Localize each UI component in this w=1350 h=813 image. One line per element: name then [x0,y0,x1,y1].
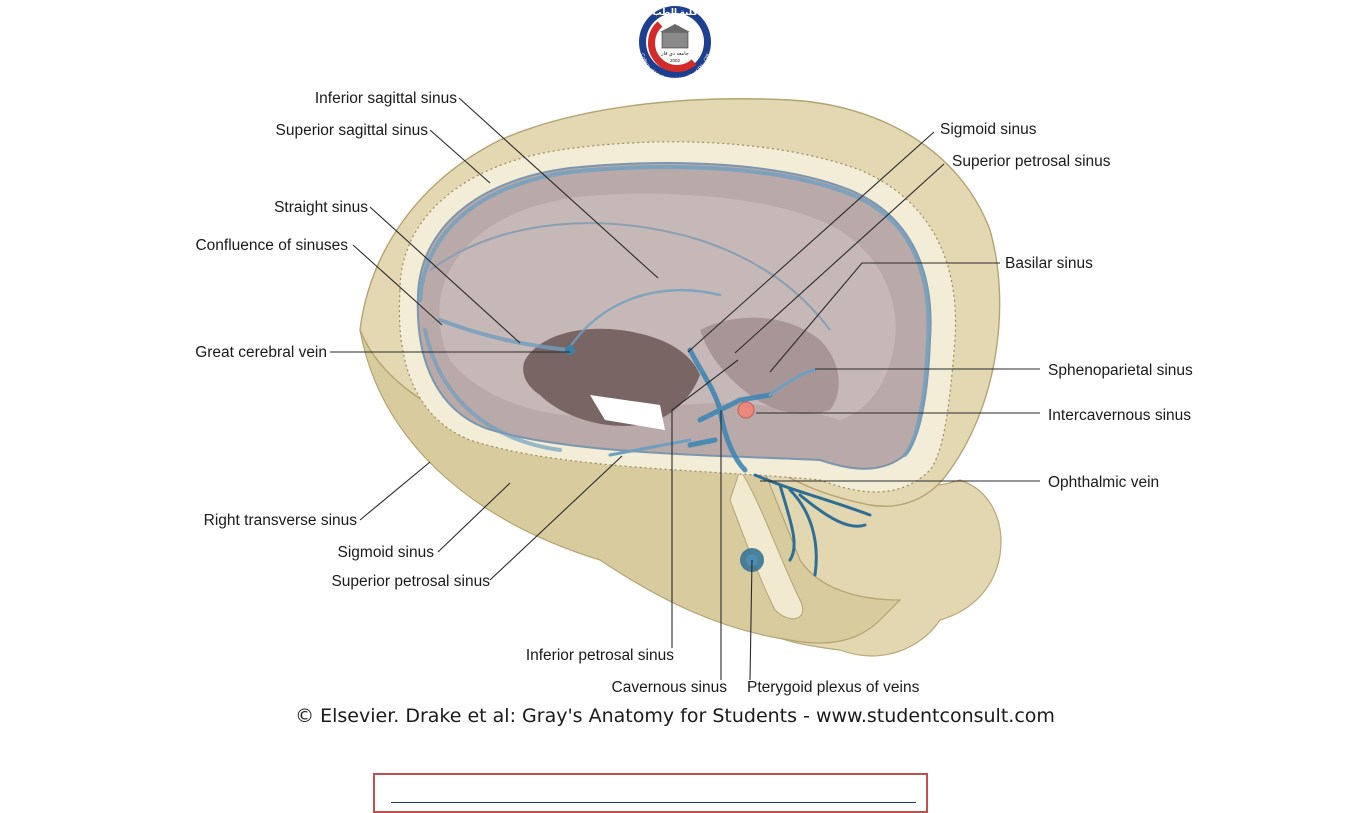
straight-sinus-shape [438,318,570,352]
label-cavernous-sinus: Cavernous sinus [612,679,728,696]
bottom-text-box [373,773,928,813]
sinus-network [418,165,931,577]
label-superior-sagittal-sinus: Superior sagittal sinus [276,122,429,139]
label-straight-sinus: Straight sinus [274,199,368,216]
label-sphenoparietal-sinus: Sphenoparietal sinus [1048,362,1193,379]
label-inferior-petrosal-sinus: Inferior petrosal sinus [526,647,674,664]
leader-lines [330,97,1040,681]
cavernous-sinus-network [687,347,773,473]
label-confluence-of-sinuses: Confluence of sinuses [195,237,348,254]
pituitary-shape [737,401,755,419]
label-superior-petrosal-sinus-right: Superior petrosal sinus [952,153,1111,170]
label-basilar-sinus: Basilar sinus [1005,255,1093,272]
transverse-sinus-shape [423,328,562,452]
label-pterygoid-plexus-of-veins: Pterygoid plexus of veins [747,679,920,696]
dura-section [398,141,957,493]
label-intercavernous-sinus: Intercavernous sinus [1048,407,1191,424]
bottom-box-rule [391,802,916,803]
dural-venous-sinuses-diagram: Inferior sagittal sinus Superior sagitta… [195,90,1193,696]
falx-edge [429,222,831,331]
label-right-transverse-sinus: Right transverse sinus [204,512,358,529]
superior-sagittal-sinus-shape [418,165,931,457]
logo-year: 2002 [670,58,681,63]
inferior-sagittal-sinus-shape [566,288,722,352]
label-superior-petrosal-sinus-left: Superior petrosal sinus [331,573,490,590]
logo-arabic-top: كلية الطب [652,7,698,17]
label-ophthalmic-vein: Ophthalmic vein [1048,474,1159,491]
sphenoparietal-sinus-shape [768,368,817,397]
ophthalmic-vein-shape [753,473,872,577]
logo-arabic-inner: جامعة ذي قار [660,51,689,57]
great-cerebral-vein-shape [565,345,575,355]
diagram-labels: Inferior sagittal sinus Superior sagitta… [195,90,1193,696]
label-sigmoid-sinus-right: Sigmoid sinus [940,121,1037,138]
label-sigmoid-sinus-left: Sigmoid sinus [338,544,435,561]
college-logo: كلية الطب جامعة ذي قار 2002 College of M… [639,6,711,82]
label-inferior-sagittal-sinus: Inferior sagittal sinus [315,90,457,107]
copyright-caption: © Elsevier. Drake et al: Gray's Anatomy … [295,705,1055,727]
label-great-cerebral-vein: Great cerebral vein [195,344,327,361]
